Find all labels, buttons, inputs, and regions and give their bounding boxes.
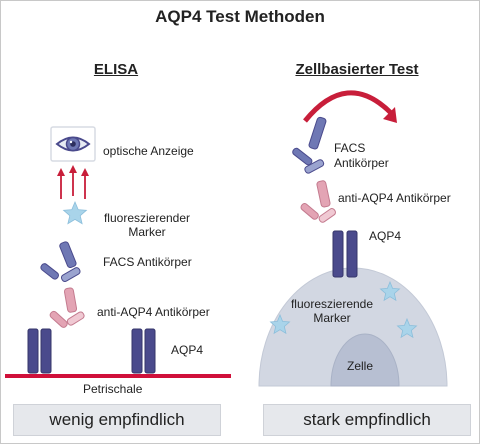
receptor-icon	[27, 328, 156, 374]
marker-label-right: fluoreszierende Marker	[273, 297, 391, 325]
marker-label-right-line1: fluoreszierende	[290, 297, 374, 311]
cell-label: Zelle	[347, 359, 374, 373]
antibody-icon	[40, 241, 81, 282]
eye-icon	[50, 126, 96, 162]
sensitivity-high-box: stark empfindlich	[263, 404, 471, 436]
receptor-icon	[332, 230, 358, 278]
antibody-icon	[300, 180, 336, 223]
anti-aqp4-label-right: anti-AQP4 Antikörper	[338, 191, 451, 205]
marker-label-line1: fluoreszierender	[103, 211, 191, 225]
curved-arrow-icon	[303, 90, 393, 123]
cell-test-heading: Zellbasierter Test	[295, 61, 419, 78]
petri-plate-line	[5, 374, 231, 378]
sensitivity-low-box: wenig empfindlich	[13, 404, 221, 436]
antibody-icon	[49, 287, 85, 328]
elisa-heading: ELISA	[93, 61, 139, 78]
petri-label: Petrischale	[83, 382, 143, 396]
curved-arrow-head	[383, 107, 397, 123]
antibody-icon	[292, 116, 327, 174]
display-label: optische Anzeige	[103, 144, 194, 158]
signal-arrows	[57, 165, 89, 199]
marker-label-right-line2: Marker	[313, 311, 351, 325]
star-icon	[62, 200, 88, 225]
facs-label-line1: FACS	[334, 141, 366, 155]
facs-label-right: FACS Antikörper	[334, 141, 389, 171]
cell-nucleus	[330, 333, 400, 387]
aqp4-label-right: AQP4	[369, 229, 402, 243]
page-title: AQP4 Test Methoden	[155, 7, 325, 26]
sensitivity-high-label: stark empfindlich	[303, 410, 431, 429]
marker-label: fluoreszierender Marker	[95, 211, 199, 239]
marker-label-line2: Marker	[128, 225, 166, 239]
aqp4-label: AQP4	[171, 343, 204, 357]
sensitivity-low-label: wenig empfindlich	[49, 410, 185, 429]
facs-label: FACS Antikörper	[103, 255, 192, 269]
anti-aqp4-label: anti-AQP4 Antikörper	[97, 305, 210, 319]
facs-label-line2: Antikörper	[334, 156, 389, 170]
star-icon	[269, 280, 418, 339]
